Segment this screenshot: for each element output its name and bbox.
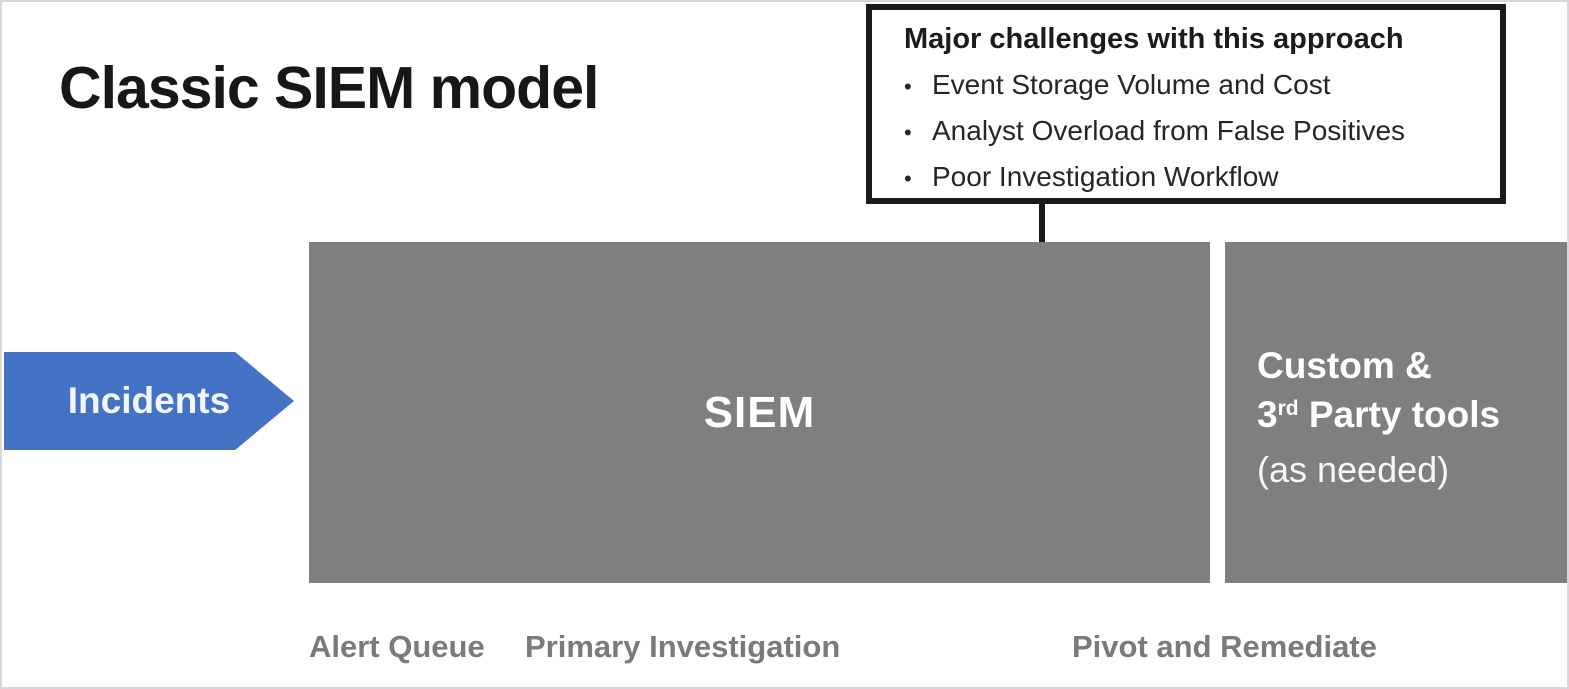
siem-box: SIEM	[309, 242, 1210, 583]
custom-tools-box: Custom & 3rd Party tools (as needed)	[1225, 242, 1567, 583]
bullet-icon: •	[904, 166, 912, 191]
challenges-callout-box: Major challenges with this approach • Ev…	[866, 4, 1506, 204]
tools-box-line1: Custom &	[1257, 345, 1432, 386]
callout-bullet-list: • Event Storage Volume and Cost • Analys…	[904, 63, 1490, 201]
incidents-arrow-shape: Incidents	[4, 352, 294, 450]
list-item: • Analyst Overload from False Positives	[904, 109, 1490, 155]
bullet-icon: •	[904, 74, 912, 99]
tools-box-line2-base: 3	[1257, 394, 1278, 435]
tools-box-line2: 3rd Party tools	[1257, 390, 1567, 445]
list-item: • Event Storage Volume and Cost	[904, 63, 1490, 109]
zone-label-pivot-and-remediate: Pivot and Remediate	[1072, 629, 1377, 664]
bullet-icon: •	[904, 120, 912, 145]
zone-label-alert-queue: Alert Queue	[309, 629, 485, 664]
tools-box-line3: (as needed)	[1257, 449, 1450, 490]
callout-bullet-text: Analyst Overload from False Positives	[932, 115, 1406, 146]
callout-heading: Major challenges with this approach	[904, 23, 1404, 55]
page-title: Classic SIEM model	[59, 55, 599, 121]
callout-connector-line	[1039, 202, 1045, 260]
zone-label-primary-investigation: Primary Investigation	[525, 629, 841, 664]
siem-box-label: SIEM	[703, 387, 816, 437]
callout-bullet-text: Event Storage Volume and Cost	[932, 69, 1331, 100]
callout-bullet-text: Poor Investigation Workflow	[932, 161, 1279, 192]
list-item: • Poor Investigation Workflow	[904, 155, 1490, 201]
tools-box-line2-ordinal: rd	[1277, 397, 1299, 421]
tools-box-line2-rest: Party tools	[1298, 394, 1501, 435]
incidents-arrow-label: Incidents	[67, 380, 231, 421]
